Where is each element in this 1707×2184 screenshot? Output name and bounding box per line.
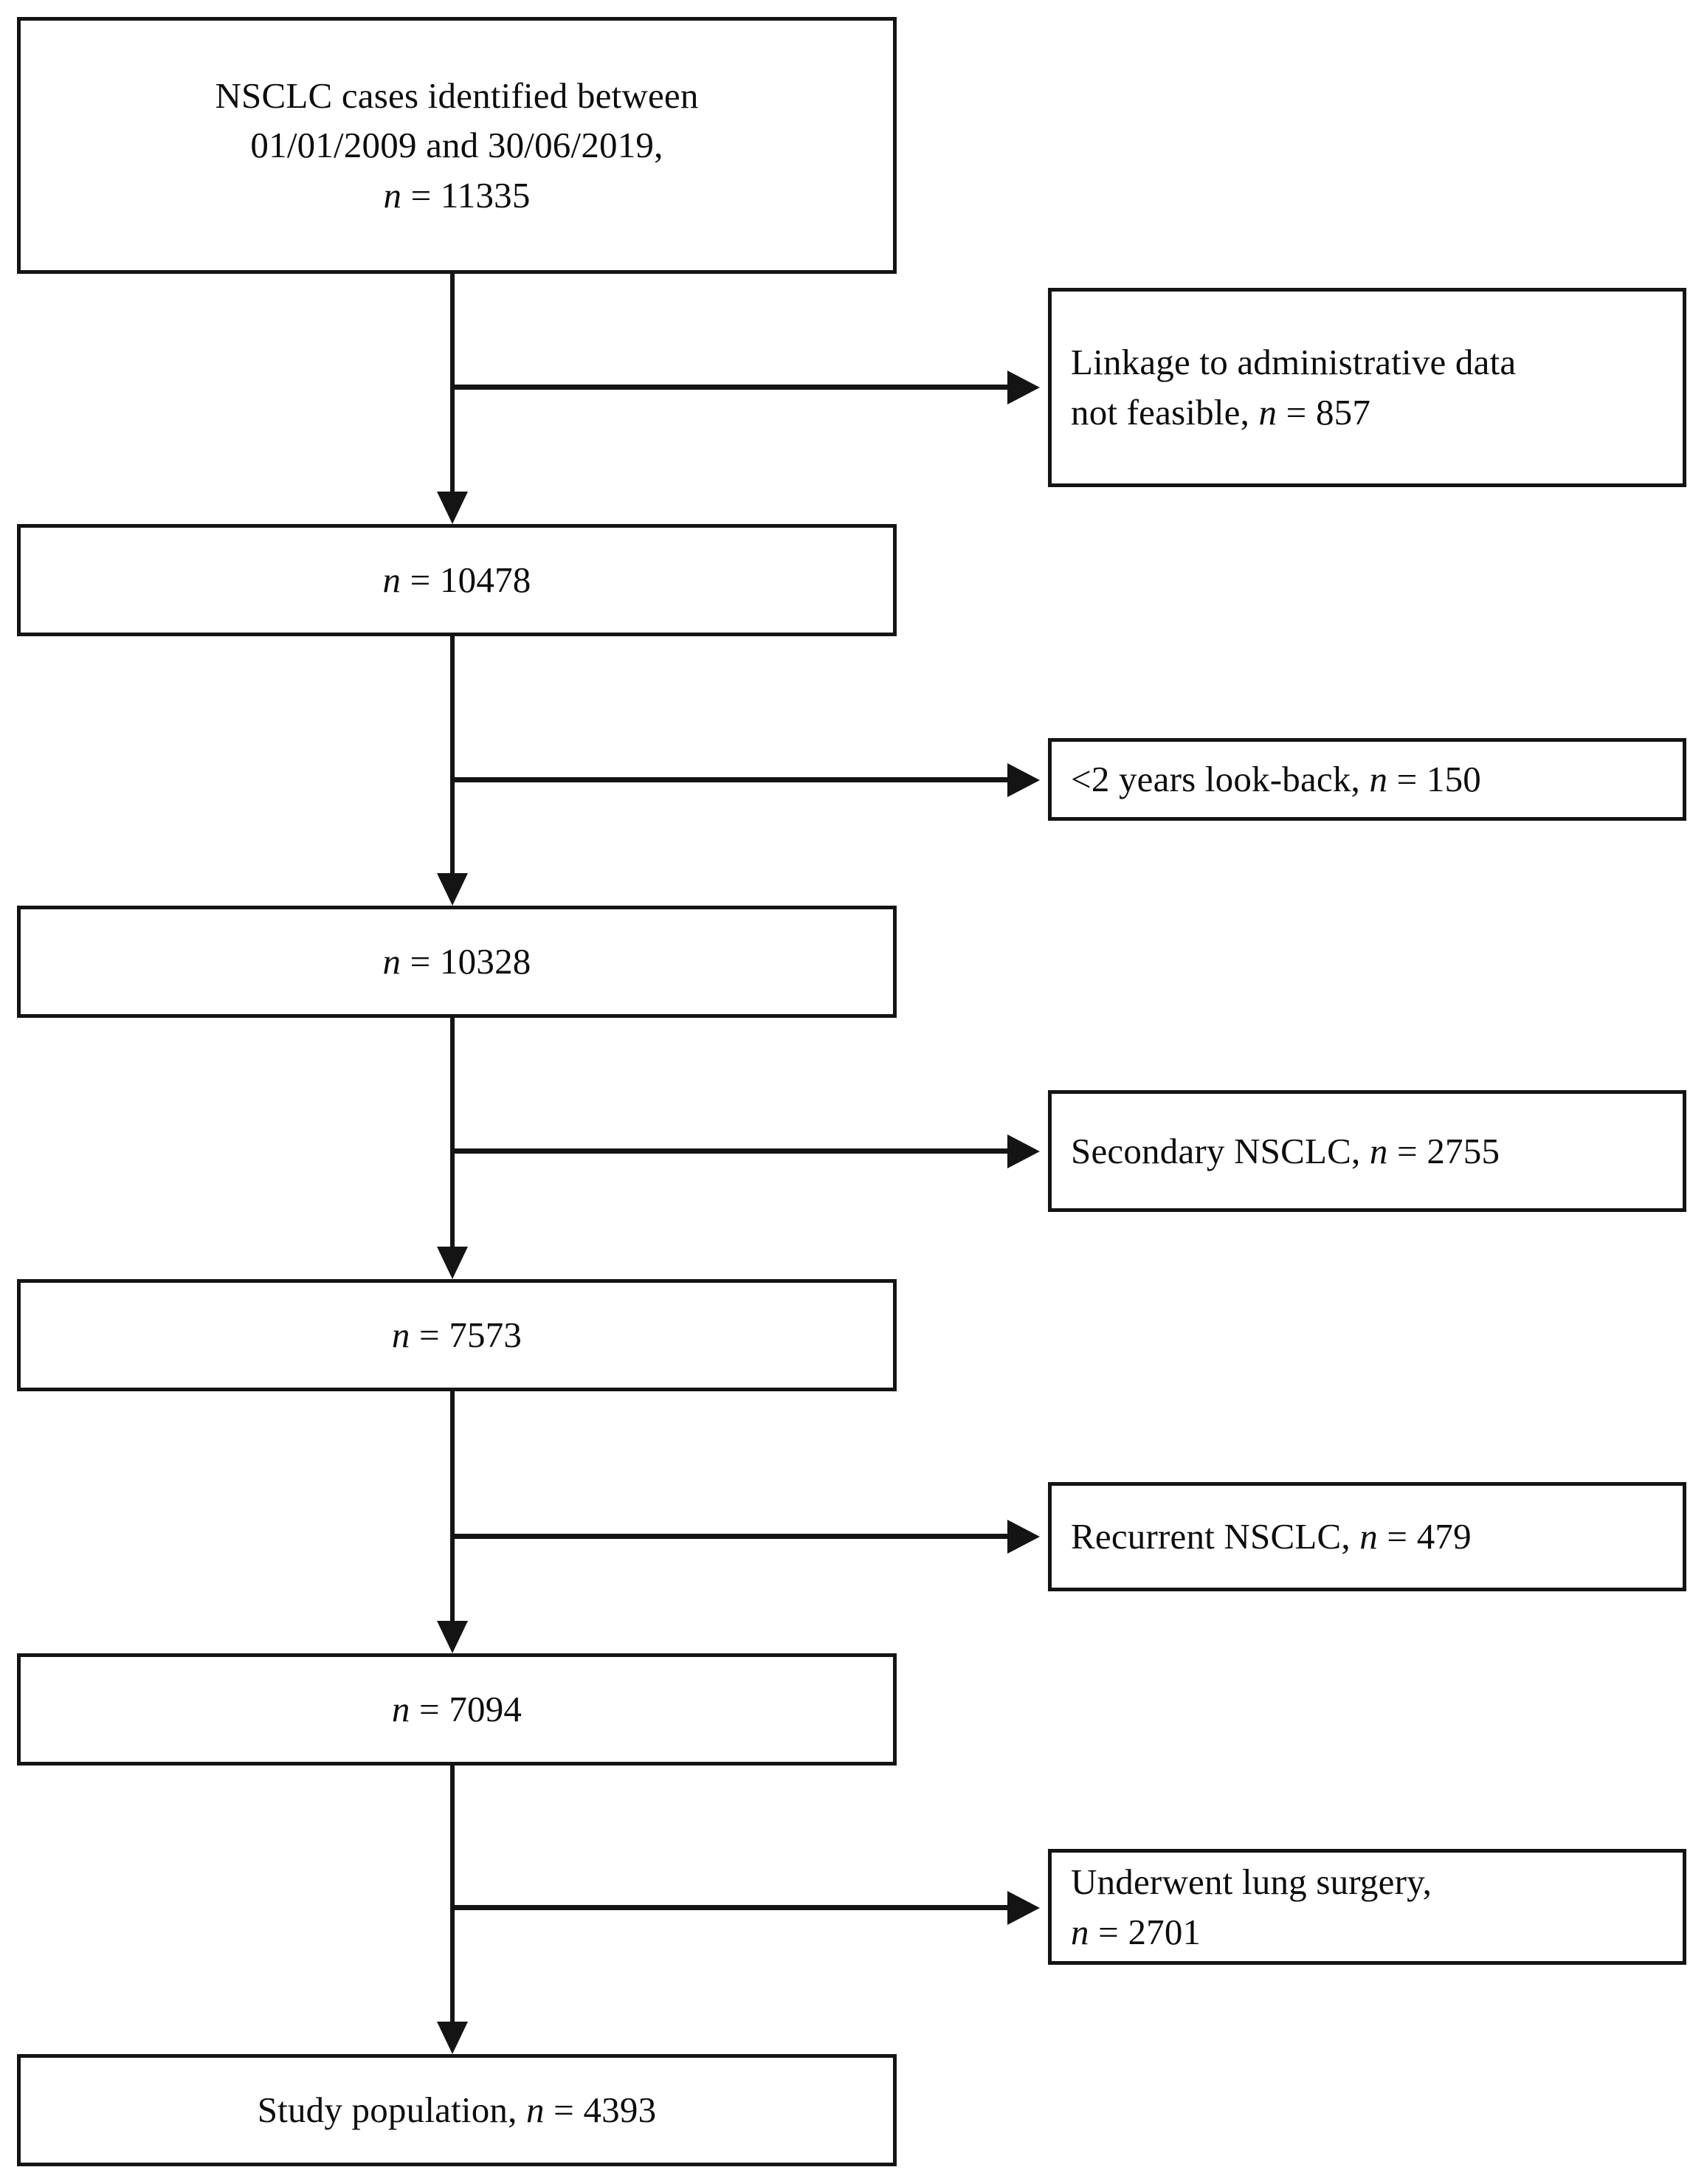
main-box-after-secondary: n = 7573 — [17, 1279, 897, 1391]
main-box-after-recurrent-text: n = 7094 — [391, 1689, 523, 1730]
connector-arrow-down-3 — [437, 1247, 468, 1279]
exclusion-box-secondary-nsclc: Secondary NSCLC, n = 2755 — [1048, 1090, 1686, 1212]
underwent-lung-surgery-line1: Underwent lung surgery, — [1071, 1861, 1432, 1902]
connector-line-4 — [450, 1391, 455, 1621]
main-box-after-lookback-text: n = 10328 — [382, 941, 531, 982]
branch-arrow-right-5 — [1007, 1891, 1040, 1925]
linkage-not-feasible-line1: Linkage to administrative data — [1071, 342, 1517, 383]
branch-arrow-right-3 — [1007, 1134, 1040, 1168]
after-linkage-n-value: 10478 — [439, 559, 531, 601]
connector-arrow-down-4 — [437, 1621, 468, 1653]
branch-line-5 — [452, 1905, 1007, 1910]
after-lookback-n-value: 10328 — [439, 941, 531, 982]
connector-line-2 — [450, 636, 455, 873]
identified-cases-line1: NSCLC cases identified between — [215, 75, 699, 116]
study-population-n-value: 4393 — [583, 2090, 657, 2131]
main-box-identified-cases: NSCLC cases identified between 01/01/2009… — [17, 17, 897, 274]
after-linkage-n-label: n — [382, 559, 401, 601]
branch-line-2 — [452, 777, 1007, 782]
exclusion-box-lookback-under-2-years: <2 years look-back, n = 150 — [1048, 738, 1686, 821]
identified-cases-n-label: n — [383, 174, 402, 216]
exclusion-box-linkage-not-feasible-text: Linkage to administrative data not feasib… — [1071, 342, 1517, 433]
identified-cases-line2: 01/01/2009 and 30/06/2019, — [250, 125, 663, 166]
exclusion-box-underwent-lung-surgery: Underwent lung surgery,n = 2701 — [1048, 1849, 1686, 1965]
main-box-after-secondary-text: n = 7573 — [391, 1315, 523, 1356]
recurrent-nsclc-n-label: n — [1359, 1516, 1378, 1557]
after-lookback-n-label: n — [382, 941, 401, 982]
branch-arrow-right-4 — [1007, 1520, 1040, 1554]
secondary-nsclc-n-label: n — [1369, 1130, 1388, 1171]
connector-line-3 — [450, 1018, 455, 1247]
exclusion-box-linkage-not-feasible: Linkage to administrative data not feasib… — [1048, 288, 1686, 487]
lookback-under-2-years-n-value: 150 — [1426, 759, 1481, 800]
study-population-n-label: n — [526, 2090, 545, 2131]
main-box-study-population-text: Study population, n = 4393 — [257, 2090, 657, 2131]
secondary-nsclc-prefix: Secondary NSCLC, — [1071, 1130, 1361, 1171]
underwent-lung-surgery-n-label: n — [1071, 1911, 1089, 1952]
exclusion-box-recurrent-nsclc-text: Recurrent NSCLC, n = 479 — [1071, 1516, 1472, 1557]
connector-arrow-down-1 — [437, 492, 468, 524]
main-box-after-recurrent: n = 7094 — [17, 1653, 897, 1766]
branch-arrow-right-1 — [1007, 371, 1040, 404]
exclusion-box-lookback-under-2-years-text: <2 years look-back, n = 150 — [1071, 759, 1481, 800]
branch-line-3 — [452, 1148, 1007, 1154]
after-secondary-n-value: 7573 — [449, 1315, 523, 1356]
branch-line-1 — [452, 385, 1007, 390]
main-box-identified-cases-text: NSCLC cases identified between 01/01/2009… — [215, 75, 699, 216]
after-recurrent-n-value: 7094 — [449, 1689, 523, 1730]
recurrent-nsclc-n-value: 479 — [1416, 1516, 1472, 1557]
main-box-after-lookback: n = 10328 — [17, 906, 897, 1018]
branch-arrow-right-2 — [1007, 763, 1040, 797]
recurrent-nsclc-prefix: Recurrent NSCLC, — [1071, 1516, 1351, 1557]
exclusion-box-secondary-nsclc-text: Secondary NSCLC, n = 2755 — [1071, 1130, 1500, 1171]
connector-line-5 — [450, 1766, 455, 2022]
after-secondary-n-label: n — [391, 1315, 410, 1356]
after-recurrent-n-label: n — [391, 1689, 410, 1730]
main-box-after-linkage: n = 10478 — [17, 524, 897, 636]
main-box-study-population: Study population, n = 4393 — [17, 2054, 897, 2166]
exclusion-box-underwent-lung-surgery-text: Underwent lung surgery,n = 2701 — [1071, 1861, 1432, 1952]
secondary-nsclc-n-value: 2755 — [1427, 1130, 1500, 1171]
connector-arrow-down-2 — [437, 873, 468, 906]
branch-line-4 — [452, 1534, 1007, 1539]
linkage-not-feasible-n-label: n — [1258, 392, 1277, 433]
main-box-after-linkage-text: n = 10478 — [382, 559, 531, 601]
lookback-under-2-years-n-label: n — [1369, 759, 1388, 800]
linkage-not-feasible-n-value: 857 — [1315, 392, 1371, 433]
lookback-under-2-years-prefix: <2 years look-back, — [1071, 759, 1360, 800]
linkage-not-feasible-line2-prefix: not feasible, — [1071, 392, 1250, 433]
identified-cases-n-value: 11335 — [440, 174, 531, 216]
connector-arrow-down-5 — [437, 2022, 468, 2054]
connector-line-1 — [450, 274, 455, 492]
underwent-lung-surgery-n-value: 2701 — [1128, 1911, 1201, 1952]
study-population-prefix: Study population, — [257, 2090, 517, 2131]
exclusion-box-recurrent-nsclc: Recurrent NSCLC, n = 479 — [1048, 1482, 1686, 1591]
